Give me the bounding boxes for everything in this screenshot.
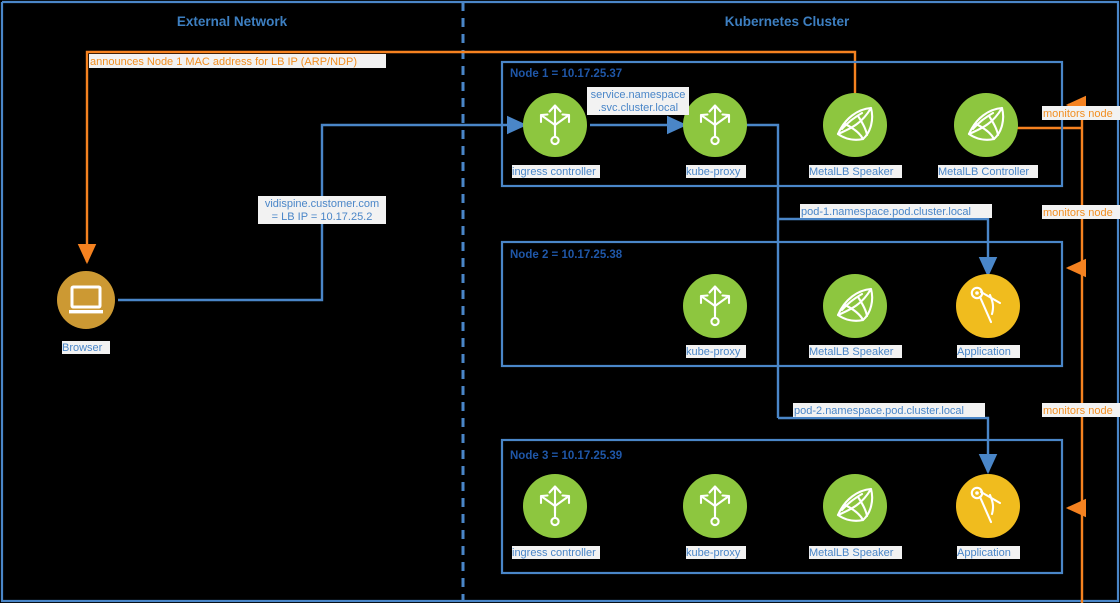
node-1-kube-proxy[interactable]: kube-proxy (683, 93, 747, 178)
monitors-node-text-2: monitors node (1043, 207, 1113, 219)
node-3-ingress-controller[interactable]: ingress controller (512, 474, 600, 559)
node-1-metallb-speaker[interactable]: MetalLB Speaker (809, 93, 902, 178)
metallb-fan-icon (836, 106, 874, 141)
node-2-component-label-0: kube-proxy (686, 346, 741, 358)
kubernetes-cluster-title: Kubernetes Cluster (725, 14, 850, 29)
browser-label: Browser (62, 342, 103, 354)
kubernetes-proxy-icon (539, 485, 571, 527)
metallb-fan-icon (967, 106, 1005, 141)
node-2-application[interactable]: Application (956, 274, 1020, 358)
node-1-box: Node 1 = 10.17.25.37 (500, 60, 1064, 188)
monitors-node-text-1: monitors node (1043, 108, 1113, 120)
node-3-box: Node 3 = 10.17.25.39 (500, 438, 1064, 575)
node-3-kube-proxy[interactable]: kube-proxy (683, 474, 747, 559)
node-3-component-label-1: kube-proxy (686, 547, 741, 559)
node-3-metallb-speaker[interactable]: MetalLB Speaker (809, 474, 902, 559)
lb-ip-annotation-line1: vidispine.customer.com (265, 198, 379, 210)
kubernetes-proxy-icon (699, 104, 731, 146)
node-2-title: Node 2 = 10.17.25.38 (510, 249, 623, 261)
node-2-component-label-1: MetalLB Speaker (809, 346, 894, 358)
monitors-node-annotation-1: monitors node (1042, 106, 1120, 120)
metallb-fan-icon (836, 487, 874, 522)
service-dns-line2: .svc.cluster.local (598, 102, 678, 114)
metallb-speaker-label-bg (809, 546, 902, 559)
node-2-component-label-2: Application (957, 346, 1011, 358)
kube-proxy-label-bg (686, 165, 746, 178)
ingress-controller-label-bg (512, 165, 600, 178)
node-2-kube-proxy[interactable]: kube-proxy (683, 274, 747, 358)
node-3-component-label-0: ingress controller (512, 547, 596, 559)
kubernetes-proxy-icon (699, 485, 731, 527)
monitor-node-paths (1014, 95, 1087, 603)
node-3-application[interactable]: Application (956, 474, 1020, 559)
monitor-icon (69, 285, 103, 314)
node-1-ingress-controller[interactable]: ingress controller (512, 93, 600, 178)
kube-proxy-label-bg (686, 345, 746, 358)
service-dns-line1: service.namespace (591, 89, 686, 101)
pod2-dns-annotation: pod-2.namespace.pod.cluster.local (793, 403, 985, 417)
arp-annotation-text: announces Node 1 MAC address for LB IP (… (90, 56, 357, 68)
browser-icon-bg (57, 271, 115, 329)
arp-announce-path (77, 50, 857, 265)
pod2-dns-text: pod-2.namespace.pod.cluster.local (794, 405, 964, 417)
metallb-speaker-label-bg (809, 165, 902, 178)
node-1-component-label-0: ingress controller (512, 166, 596, 178)
monitors-node-annotation-3: monitors node (1042, 403, 1120, 417)
node-2-metallb-speaker[interactable]: MetalLB Speaker (809, 274, 902, 358)
monitors-node-text-3: monitors node (1043, 405, 1113, 417)
node-1-component-label-1: kube-proxy (686, 166, 741, 178)
browser-label-bg (62, 341, 110, 354)
service-dns-annotation: service.namespace .svc.cluster.local (587, 87, 689, 115)
node-1-metallb-controller[interactable]: MetalLB Controller (938, 93, 1038, 178)
ingress-controller-label-bg (512, 546, 600, 559)
node-3-title: Node 3 = 10.17.25.39 (510, 450, 622, 462)
application-label-bg (957, 345, 1020, 358)
kubernetes-proxy-icon (539, 104, 571, 146)
kubernetes-proxy-icon (699, 285, 731, 327)
application-icon-bg (956, 474, 1020, 538)
node-1-component-label-3: MetalLB Controller (938, 166, 1029, 178)
compass-icon (970, 286, 1002, 324)
kube-proxy-label-bg (686, 546, 746, 559)
application-icon-bg (956, 274, 1020, 338)
node-1-component-label-2: MetalLB Speaker (809, 166, 894, 178)
node-3-component-label-3: Application (957, 547, 1011, 559)
metallb-speaker-label-bg (809, 345, 902, 358)
pod1-dns-annotation: pod-1.namespace.pod.cluster.local (800, 204, 992, 218)
application-label-bg (957, 546, 1020, 559)
compass-icon (970, 486, 1002, 524)
lb-ip-annotation-line2: = LB IP = 10.17.25.2 (272, 211, 373, 223)
browser-client[interactable]: Browser (57, 271, 115, 354)
metallb-controller-label-bg (938, 165, 1038, 178)
node-3-component-label-2: MetalLB Speaker (809, 547, 894, 559)
kubeproxy-to-pods-path (745, 123, 998, 475)
node-2-box: Node 2 = 10.17.25.38 (500, 240, 1064, 368)
monitors-node-annotation-2: monitors node (1042, 205, 1120, 219)
pod1-dns-text: pod-1.namespace.pod.cluster.local (801, 206, 971, 218)
metallb-fan-icon (836, 287, 874, 322)
external-network-title: External Network (177, 14, 288, 29)
lb-ip-annotation: vidispine.customer.com = LB IP = 10.17.2… (258, 196, 386, 224)
arp-annotation: announces Node 1 MAC address for LB IP (… (89, 54, 386, 68)
node-1-title: Node 1 = 10.17.25.37 (510, 68, 622, 80)
